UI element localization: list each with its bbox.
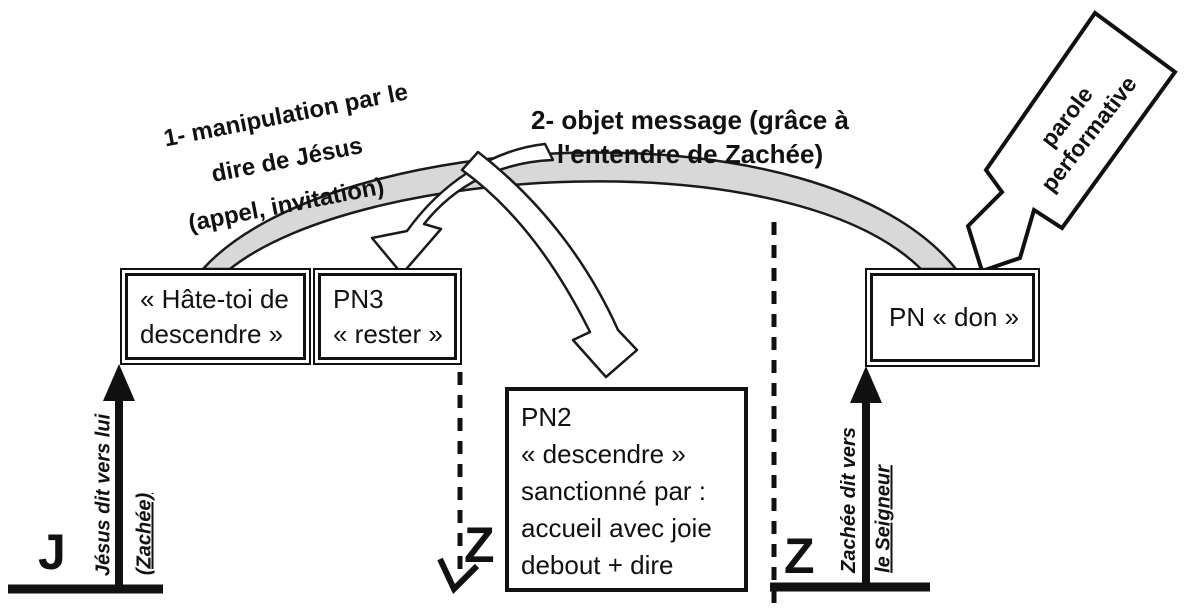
box-pn2-line2: « descendre » (521, 438, 686, 469)
box-pn3-line1: PN3 (333, 284, 384, 315)
left-arrow-label-actor-text: Jésus dit vers lui (92, 413, 115, 577)
left-arrow-label-target: (Zachée) (134, 482, 156, 587)
box-pn2: PN2 « descendre » sanctionné par : accue… (505, 387, 748, 592)
box-pn-don-line1: PN « don » (889, 302, 1020, 333)
right-arrow-label-target-text: le Seigneur (872, 465, 895, 573)
box-pn3-line2: « rester » (333, 318, 443, 349)
right-axis-arrowhead (850, 366, 882, 403)
actor-letter-z-middle: Z (464, 517, 495, 573)
label-objet-message-line2: l'entendre de Zachée) (556, 138, 824, 169)
box-hate-toi: « Hâte-toi de descendre » (120, 268, 311, 365)
left-arrow-label-target-text: (Zachée) (133, 492, 156, 576)
box-hate-toi-line2: descendre » (140, 318, 284, 349)
left-arrow-label-actor: Jésus dit vers lui (93, 398, 115, 593)
parole-callout-arrow (965, 10, 1178, 274)
box-pn2-line5: debout + dire (521, 549, 674, 580)
middle-dashed-arrowhead (437, 557, 480, 595)
right-arrow-label-target: le Seigneur (873, 457, 895, 582)
actor-letter-j: J (38, 524, 66, 580)
box-pn2-line1: PN2 (521, 402, 572, 432)
objet-message-arrow (460, 150, 639, 379)
box-hate-toi-line1: « Hâte-toi de (140, 284, 289, 315)
box-pn3: PN3 « rester » (313, 268, 462, 365)
label-objet-message: 2- objet message (grâce à l'entendre de … (500, 104, 880, 172)
label-objet-message-line1: 2- objet message (grâce à (531, 105, 849, 135)
actor-letter-z-right: Z (784, 528, 815, 584)
right-arrow-label-actor-text: Zachée dit vers (838, 427, 860, 573)
right-arrow-label-actor: Zachée dit vers (838, 420, 860, 580)
box-pn2-line3: sanctionné par : (521, 475, 707, 506)
box-pn2-line4: accueil avec joie (521, 512, 712, 543)
left-axis-arrowhead (103, 364, 135, 401)
box-pn-don: PN « don » (865, 268, 1040, 367)
